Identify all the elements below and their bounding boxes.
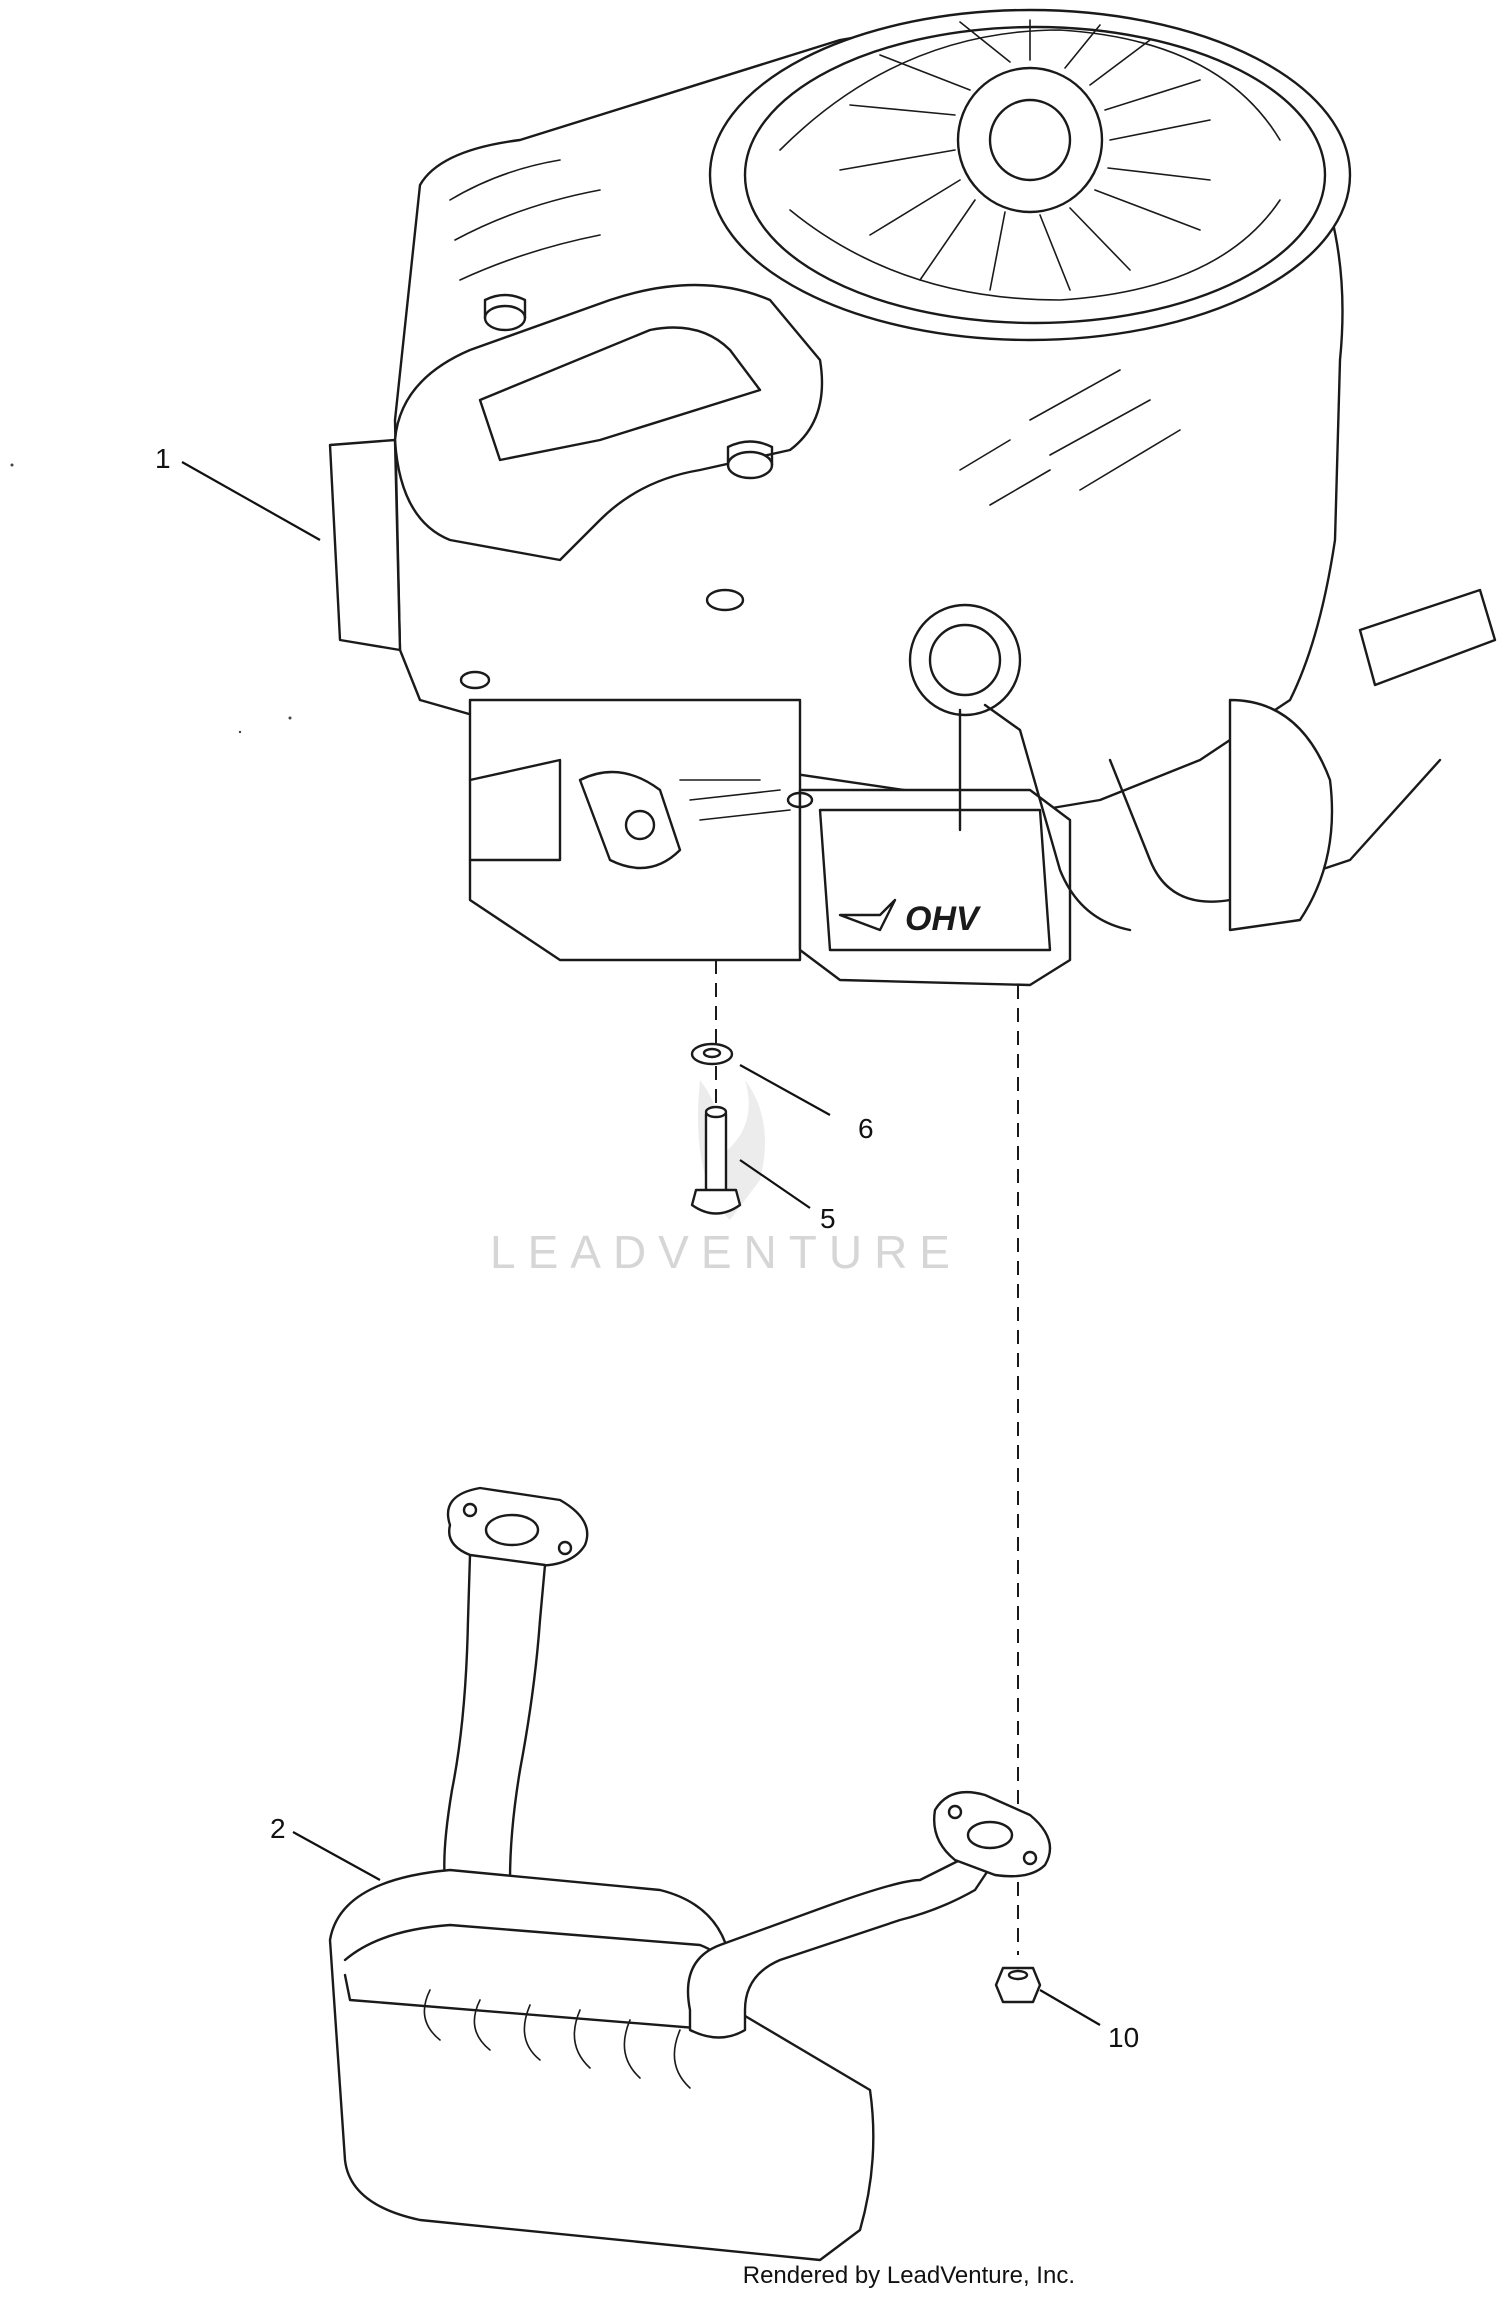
muffler[interactable] xyxy=(328,1486,1052,2262)
engine-brand-label: OHV xyxy=(905,900,982,938)
leader-1 xyxy=(181,461,321,541)
callout-5: 5 xyxy=(820,1203,836,1234)
nut[interactable] xyxy=(994,1966,1042,2004)
callout-10: 10 xyxy=(1108,2022,1139,2053)
cooling-fins xyxy=(449,159,1181,506)
bolt[interactable] xyxy=(690,1105,742,1215)
leader-6 xyxy=(739,1064,831,1116)
callout-6: 6 xyxy=(858,1113,874,1144)
muffler-ribs xyxy=(423,1989,691,2089)
leader-2 xyxy=(292,1831,381,1881)
callout-2: 2 xyxy=(270,1813,286,1844)
footer-credit: Rendered by LeadVenture, Inc. xyxy=(742,2262,1075,2289)
leader-10 xyxy=(1039,1989,1101,2026)
engine-assembly[interactable]: OHV xyxy=(328,8,1497,987)
callout-1: 1 xyxy=(155,443,171,474)
washer[interactable] xyxy=(690,1042,734,1066)
leader-5 xyxy=(739,1159,811,1209)
fan-grille xyxy=(779,19,1281,301)
watermark-text: LEADVENTURE xyxy=(490,1226,962,1278)
